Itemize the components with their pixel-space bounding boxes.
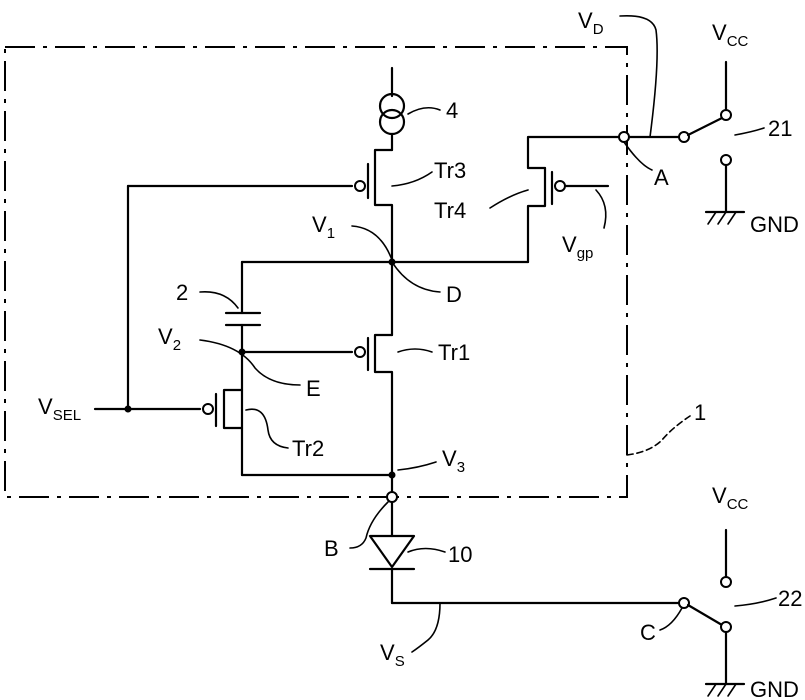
- module-boundary: [5, 47, 627, 497]
- node-e-label: E: [306, 376, 321, 401]
- v3-label: V3: [442, 446, 465, 476]
- ref-21-label: 21: [768, 116, 792, 141]
- ref-2-label: 2: [176, 280, 188, 305]
- vgp-label: Vgp: [562, 232, 593, 262]
- tr1-label: Tr1: [438, 340, 470, 365]
- tr3-label: Tr3: [434, 158, 466, 183]
- v1-leader: [352, 226, 392, 260]
- gnd-top-label: GND: [750, 212, 799, 237]
- node-c-label: C: [640, 620, 656, 645]
- vcc-top-label: VCC: [712, 20, 749, 50]
- vd-leader: [620, 16, 657, 137]
- v3-leader: [398, 462, 436, 470]
- node-a-terminal: [619, 132, 629, 142]
- switch-22: [660, 530, 776, 696]
- node-d-label: D: [446, 282, 462, 307]
- vsel-label: VSEL: [38, 394, 81, 424]
- ref-10-label: 10: [448, 542, 472, 567]
- tr4-label: Tr4: [434, 198, 466, 223]
- current-source-4: [380, 68, 440, 150]
- node-b-label: B: [324, 536, 339, 561]
- node-a-label: A: [654, 165, 669, 190]
- diode-10: [370, 536, 445, 603]
- node-d-leader: [392, 262, 440, 292]
- capacitor-2: [200, 262, 260, 475]
- v1-label: V1: [312, 212, 335, 242]
- module-leader: [627, 416, 690, 455]
- switch-21: [679, 62, 764, 224]
- ref-1-label: 1: [694, 400, 706, 425]
- v2-label: V2: [158, 324, 181, 354]
- transistor-tr2: [95, 186, 288, 448]
- gnd-bot-label: GND: [750, 677, 799, 700]
- vs-leader: [412, 603, 440, 652]
- node-e-leader: [200, 340, 300, 385]
- transistor-tr4: [490, 137, 624, 262]
- node-b-terminal: [387, 492, 397, 502]
- vcc-bot-label: VCC: [712, 483, 749, 513]
- tr2-label: Tr2: [292, 436, 324, 461]
- node-a-leader: [624, 142, 652, 170]
- transistor-tr1: [242, 262, 432, 475]
- node-b-leader: [350, 502, 388, 548]
- ref-4-label: 4: [446, 98, 458, 123]
- ref-22-label: 22: [778, 586, 802, 611]
- vd-label: VD: [578, 8, 604, 38]
- vs-label: VS: [380, 640, 405, 670]
- transistor-tr3: [128, 150, 432, 262]
